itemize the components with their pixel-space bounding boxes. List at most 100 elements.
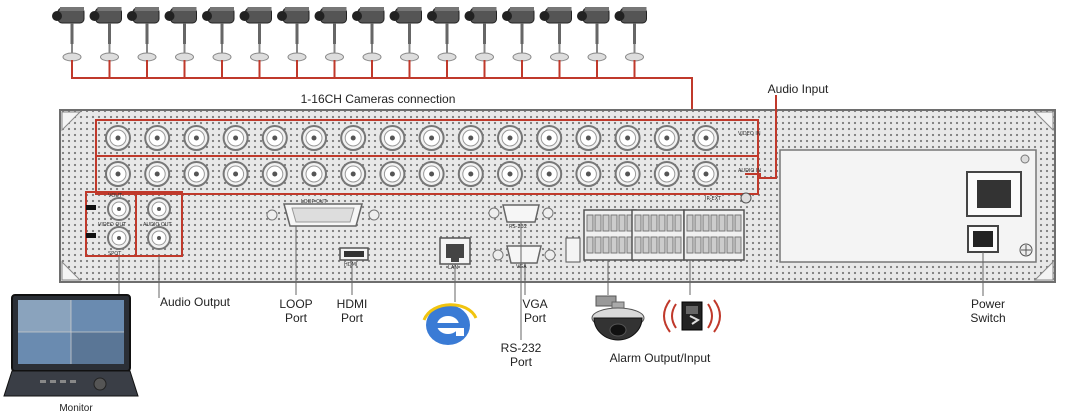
audio-in-bnc xyxy=(144,161,171,187)
video-in-bnc xyxy=(183,125,210,151)
cctv-camera-icon xyxy=(614,7,647,62)
audio-in-bnc xyxy=(497,161,523,187)
vout-tab xyxy=(86,205,96,210)
ir-ext-panel-label: IR-EXT xyxy=(705,196,722,202)
audio-in-bnc xyxy=(418,161,445,187)
audio-out-bnc-1 xyxy=(147,197,171,221)
audio-in-bnc xyxy=(222,161,249,187)
video-in-bnc xyxy=(653,125,680,151)
cctv-camera-icon xyxy=(352,7,385,62)
camera-array xyxy=(52,7,647,62)
cctv-camera-icon xyxy=(502,7,535,62)
audio-in-bnc xyxy=(653,161,680,187)
vout-panel-label: VOUT xyxy=(108,193,122,199)
vout-bnc xyxy=(107,197,131,221)
cctv-camera-icon xyxy=(164,7,197,62)
monitor-label: Monitor xyxy=(59,403,93,414)
rs232-panel-label: RS-232 xyxy=(509,224,527,230)
output-highlight xyxy=(85,191,183,257)
audio-in-bnc xyxy=(261,161,288,187)
cctv-camera-icon xyxy=(464,7,497,62)
loop-out-port xyxy=(266,203,380,227)
cctv-camera-icon xyxy=(577,7,610,62)
cctv-camera-icon xyxy=(239,7,272,62)
audio-out-bnc-2 xyxy=(147,226,171,250)
panel-corner-tr xyxy=(1033,111,1054,132)
audio-input-wire xyxy=(745,95,777,179)
audio-in-bnc xyxy=(105,161,131,187)
cctv-camera-icon xyxy=(202,7,235,62)
ptz-dome-camera-icon xyxy=(591,295,645,341)
audio-output-label: Audio Output xyxy=(159,295,231,309)
video-in-bnc xyxy=(379,125,406,151)
audio-input-label: Audio Input xyxy=(767,82,829,96)
video-in-bnc xyxy=(693,125,719,151)
lan-panel-label: LAN xyxy=(448,265,459,271)
video-in-bnc xyxy=(261,125,288,151)
audio-in-bnc xyxy=(693,161,719,187)
terminal-block xyxy=(583,209,637,261)
terminal-block xyxy=(683,209,745,261)
audio-in-bnc xyxy=(614,161,641,187)
lan-port xyxy=(439,237,471,265)
video-in-bnc xyxy=(105,125,131,151)
alarm-sensor-icon xyxy=(663,299,721,333)
audio-in-bnc-row xyxy=(105,161,719,187)
audio-in-bnc xyxy=(575,161,602,187)
loop-out-panel-label: LOOP OUT xyxy=(301,199,327,205)
audio-in-bnc xyxy=(301,161,327,187)
hdmi-port xyxy=(339,247,369,261)
alarm-terminal-blocks xyxy=(583,209,745,261)
audio-in-bnc xyxy=(183,161,210,187)
video-out-panel-label: VIDEO OUT xyxy=(98,222,127,228)
hdmi-port-label: HDMI Port xyxy=(336,297,368,325)
panel-corner-br xyxy=(1033,260,1054,281)
spot-panel-label: SPOT xyxy=(108,251,122,257)
cctv-camera-icon xyxy=(539,7,572,62)
ir-ext-jack xyxy=(740,192,752,204)
cctv-camera-icon xyxy=(389,7,422,62)
cctv-camera-icon xyxy=(127,7,160,62)
video-in-bnc xyxy=(497,125,523,151)
audio-in-bnc xyxy=(457,161,484,187)
cctv-camera-icon xyxy=(277,7,310,62)
cameras-label: 1-16CH Cameras connection xyxy=(300,92,456,106)
panel-corner-tl xyxy=(61,111,82,132)
cctv-camera-icon xyxy=(427,7,460,62)
video-in-bnc xyxy=(457,125,484,151)
audio-in-panel-label: AUDIO IN xyxy=(738,168,762,174)
terminal-block xyxy=(631,209,685,261)
camera-bus-wire xyxy=(71,60,693,122)
panel-corner-bl xyxy=(61,260,82,281)
internet-explorer-icon xyxy=(422,303,478,345)
monitor-icon xyxy=(3,294,139,397)
vga-port-label: VGA Port xyxy=(522,297,548,325)
power-switch-label: Power Switch xyxy=(970,297,1006,325)
dvr-rear-panel xyxy=(59,109,1056,283)
leader-lines xyxy=(118,222,984,340)
video-in-bnc xyxy=(144,125,171,151)
hdmi-panel-label: HDMI xyxy=(344,262,358,268)
video-in-bnc xyxy=(575,125,602,151)
video-in-panel-label: VIDEO IN xyxy=(738,131,761,137)
spot-tab xyxy=(86,233,96,238)
rs485-switch xyxy=(565,237,581,263)
spot-bnc xyxy=(107,226,131,250)
vga-panel-label: VGA xyxy=(516,264,527,270)
video-in-bnc xyxy=(301,125,327,151)
output-bnc-group xyxy=(85,191,183,257)
video-in-bnc xyxy=(536,125,563,151)
alarm-label: Alarm Output/Input xyxy=(609,351,711,365)
cctv-camera-icon xyxy=(314,7,347,62)
vga-db15-port xyxy=(492,245,556,264)
video-in-bnc-row xyxy=(105,125,719,151)
loop-port-label: LOOP Port xyxy=(279,297,313,325)
cctv-camera-icon xyxy=(89,7,122,62)
audio-in-bnc xyxy=(340,161,367,187)
power-supply-area xyxy=(779,149,1037,263)
cctv-camera-icon xyxy=(52,7,85,62)
audio-in-bnc xyxy=(536,161,563,187)
rs232-db9-port xyxy=(488,204,554,223)
